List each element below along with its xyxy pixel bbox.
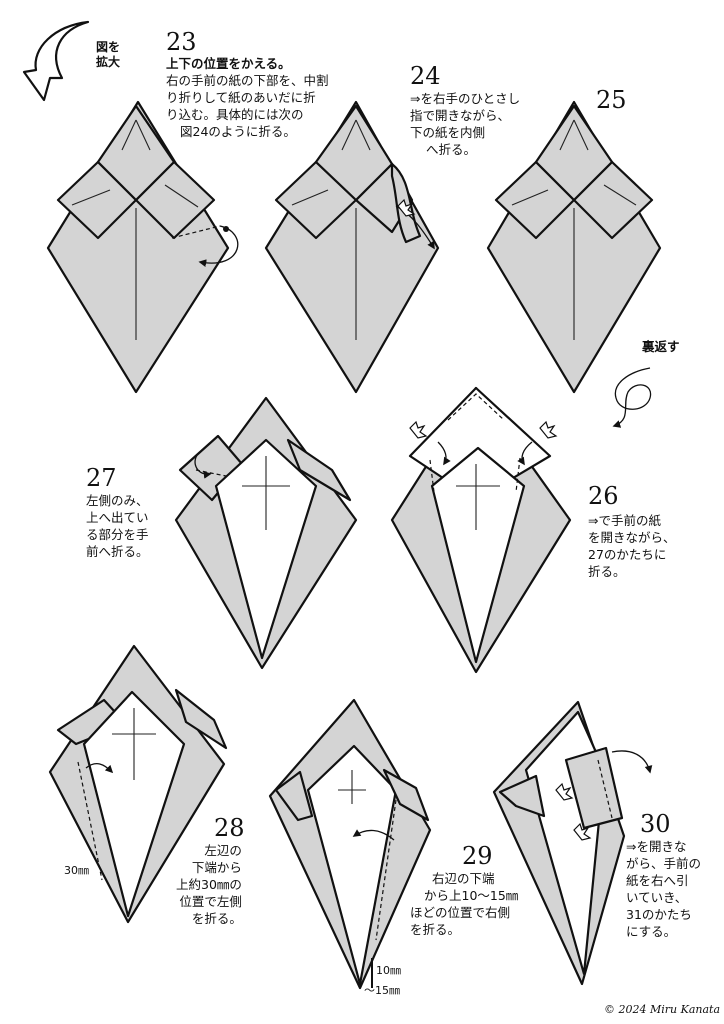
measure-29-b: ～15㎜ <box>364 984 400 997</box>
step-29-number: 29 <box>462 842 493 870</box>
step-27-line: 上へ出てい <box>86 510 149 525</box>
step-30-line: いていき、 <box>626 890 688 905</box>
step-28-line: 上約30㎜の <box>176 877 242 892</box>
step-27-line: 前へ折る。 <box>86 544 149 559</box>
step-25-figure <box>486 100 662 394</box>
step-26-figure <box>390 386 572 674</box>
step-28-line: 左辺の <box>204 843 242 858</box>
step-26-line: 27のかたちに <box>588 547 667 562</box>
step-27-number: 27 <box>86 464 117 492</box>
step-29-line: から上10～15㎜ <box>424 888 519 903</box>
step-26-line: を開きながら、 <box>588 530 676 545</box>
step-23-line: 図24のように折る。 <box>180 124 296 139</box>
zoom-label-line2: 拡大 <box>96 55 121 69</box>
step-24-line: ⇒を右手のひとさし <box>410 91 521 106</box>
step-26-line: ⇒で手前の紙 <box>588 513 661 528</box>
step-24-line: へ折る。 <box>426 142 477 157</box>
step-24-number: 24 <box>410 62 441 90</box>
step-23-line: り込む。具体的には次の <box>166 107 304 122</box>
step-23-text: 上下の位置をかえる。 右の手前の紙の下部を、中割 り折りして紙のあいだに折 り込… <box>166 55 329 140</box>
step-30-line: にする。 <box>626 924 677 939</box>
step-28-text: 左辺の 下端から 上約30㎜の 位置で左側 を折る。 <box>176 842 242 927</box>
step-28-number: 28 <box>214 814 245 842</box>
step-30-figure <box>492 700 653 986</box>
step-23-figure <box>46 100 239 394</box>
zoom-label-line1: 図を <box>96 40 121 54</box>
step-26-number: 26 <box>588 482 619 510</box>
copyright-credit: © 2024 Miru Kanata <box>604 1003 721 1016</box>
step-27-line: 左側のみ、 <box>86 493 149 508</box>
step-28-line: 下端から <box>191 860 242 875</box>
curved-arrow-icon <box>22 20 90 102</box>
step-30-line: 31のかたち <box>626 907 692 922</box>
turn-over-label: 裏返す <box>642 339 680 354</box>
step-29-line: 右辺の下端 <box>432 871 495 886</box>
step-28-line: 位置で左側 <box>179 894 242 909</box>
step-28-figure <box>48 644 228 924</box>
step-29-figure <box>268 698 432 990</box>
measure-28: 30㎜ <box>64 864 89 877</box>
step-25-number: 25 <box>596 86 627 114</box>
step-23-line: り折りして紙のあいだに折 <box>166 90 316 105</box>
step-29-line: ほどの位置で右側 <box>410 905 511 920</box>
step-30-number: 30 <box>640 810 671 838</box>
step-26-line: 折る。 <box>588 564 626 579</box>
step-30-line: ⇒を開きな <box>626 839 687 854</box>
zoom-label: 図を 拡大 <box>96 40 120 70</box>
step-23-line: 右の手前の紙の下部を、中割 <box>166 73 329 88</box>
step-23-number: 23 <box>166 28 197 56</box>
step-29-line: を折る。 <box>410 922 461 937</box>
step-24-line: 指で開きながら、 <box>410 108 511 123</box>
step-27-text: 左側のみ、 上へ出てい る部分を手 前へ折る。 <box>86 492 149 560</box>
step-23-line: 上下の位置をかえる。 <box>166 56 291 71</box>
step-27-line: る部分を手 <box>86 527 149 542</box>
step-30-text: ⇒を開きな がら、手前の 紙を右へ引 いていき、 31のかたち にする。 <box>626 838 701 940</box>
step-24-text: ⇒を右手のひとさし 指で開きながら、 下の紙を内側 へ折る。 <box>410 90 520 158</box>
step-24-line: 下の紙を内側 <box>410 125 486 140</box>
step-28-line: を折る。 <box>191 911 242 926</box>
step-30-line: がら、手前の <box>626 856 702 871</box>
step-27-figure <box>174 396 358 670</box>
step-24-figure <box>264 100 440 394</box>
step-30-line: 紙を右へ引 <box>626 873 689 888</box>
turn-over-spiral-icon <box>612 367 652 428</box>
step-29-text: 右辺の下端 から上10～15㎜ ほどの位置で右側 を折る。 <box>410 870 518 938</box>
step-26-text: ⇒で手前の紙 を開きながら、 27のかたちに 折る。 <box>588 512 676 580</box>
measure-29-a: 10㎜ <box>376 964 401 977</box>
